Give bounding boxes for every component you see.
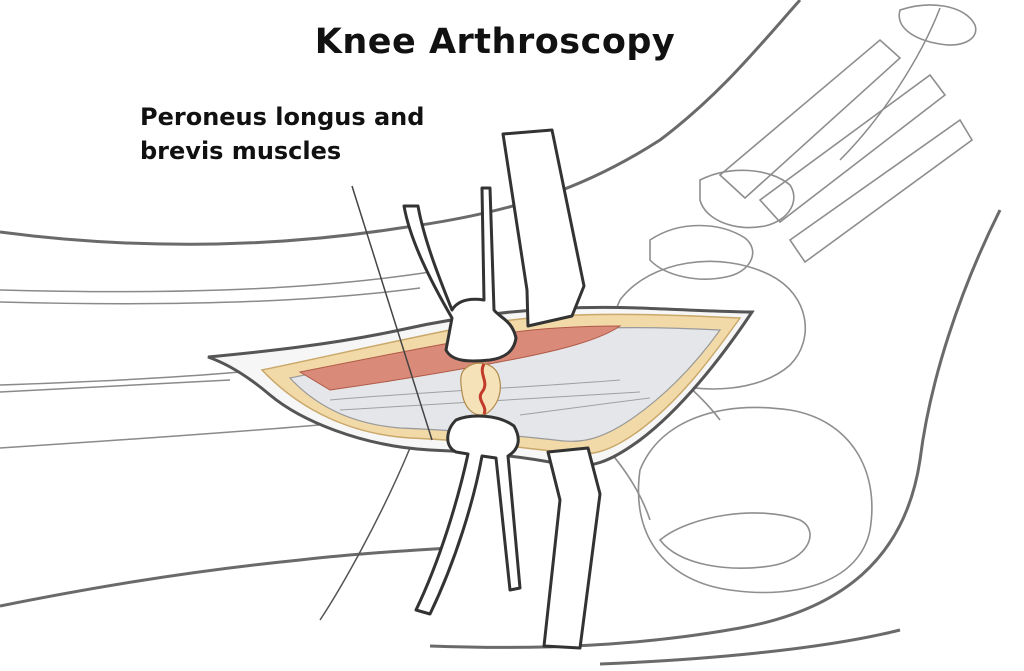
metatarsal-2	[758, 73, 947, 224]
sole-line	[599, 628, 901, 666]
leg-thin-lines	[0, 7, 941, 449]
annotation-label-line-1: Peroneus longus and	[140, 103, 425, 131]
split-tendon	[460, 362, 501, 416]
incision-site	[207, 305, 755, 468]
tendon-tear	[478, 363, 487, 415]
metatarsal-1	[718, 38, 902, 200]
annotation-leader	[351, 185, 433, 441]
annotation-label-line-2: brevis muscles	[140, 137, 342, 165]
ankle-back-line	[429, 209, 1002, 649]
upper-skin-line	[0, 0, 802, 246]
cuboid	[699, 169, 795, 229]
retractor-upper-left	[402, 186, 518, 363]
retractor-upper-right	[501, 128, 586, 328]
diagram-title: Knee Arthroscopy	[314, 22, 676, 62]
calcaneus-inner	[658, 512, 811, 569]
retractor-lower-right	[542, 446, 602, 650]
annotation-label: Peroneus longus and brevis muscles	[140, 100, 460, 168]
foot-bones	[589, 4, 977, 594]
metatarsal-3	[788, 118, 974, 264]
retractors	[402, 128, 602, 650]
instrument-shaft-line	[319, 447, 411, 621]
phalanx	[898, 4, 977, 46]
retractor-lower-left	[414, 414, 522, 616]
lower-skin-line	[0, 546, 451, 608]
leg-contours	[0, 0, 1002, 666]
calcaneus	[637, 406, 873, 594]
navicular	[649, 224, 754, 280]
